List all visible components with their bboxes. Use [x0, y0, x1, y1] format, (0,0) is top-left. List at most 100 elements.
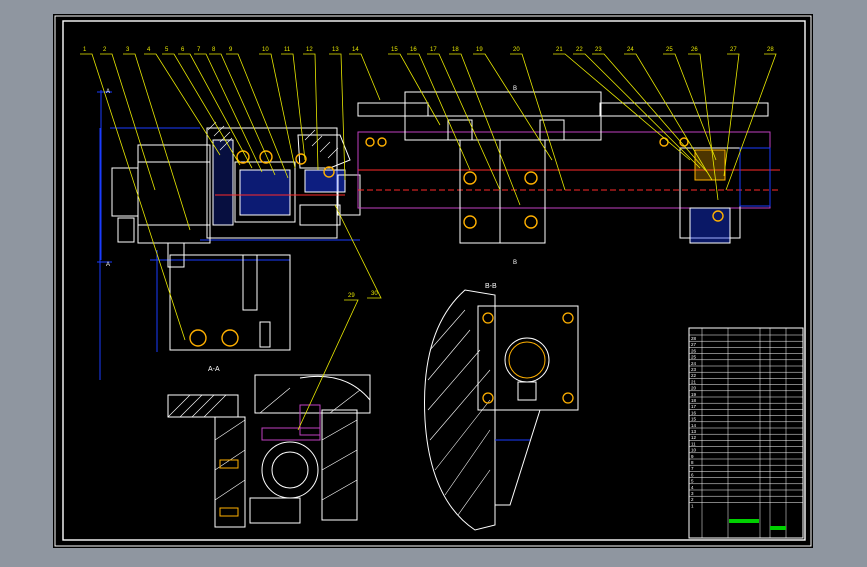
table-row-number: 24	[691, 361, 697, 366]
parts-list-table: 2827262524232221201918171615141312111098…	[688, 327, 804, 539]
balloon-number: 8	[212, 47, 216, 53]
cut-mark-a-top: A	[106, 89, 110, 95]
table-row-number: 3	[691, 491, 694, 496]
balloon-number: 9	[229, 47, 233, 53]
leader-line	[473, 53, 553, 161]
leader-line	[123, 53, 191, 231]
balloon-number: 3	[126, 47, 130, 53]
leader-line	[349, 53, 381, 101]
leader-line	[259, 53, 296, 169]
cut-mark-b-top: B	[513, 86, 517, 92]
table-row-number: 7	[691, 466, 694, 471]
table-row-number: 4	[691, 485, 694, 490]
leader-line	[209, 53, 276, 176]
table-row-number: 28	[691, 336, 697, 341]
leader-line	[573, 53, 701, 169]
balloon-number: 26	[691, 47, 698, 53]
balloon-number: 20	[513, 47, 520, 53]
leader-line	[553, 53, 691, 161]
leader-line	[334, 204, 382, 299]
leader-line	[427, 53, 501, 191]
front-view	[97, 90, 780, 380]
table-row-number: 12	[691, 435, 697, 440]
balloon-number: 4	[147, 47, 151, 53]
balloon-number: 7	[197, 47, 201, 53]
table-row-number: 17	[691, 404, 697, 409]
table-row-number: 22	[691, 373, 697, 378]
balloon-number: 17	[430, 47, 437, 53]
leader-line	[297, 299, 359, 431]
leader-line	[162, 53, 241, 166]
table-row-number: 23	[691, 367, 697, 372]
outer-border	[54, 15, 812, 547]
table-row-number: 15	[691, 417, 697, 422]
table-row-number: 11	[691, 441, 696, 446]
balloon-number: 24	[627, 47, 634, 53]
table-row-number: 21	[691, 379, 697, 384]
balloon-number: 25	[666, 47, 673, 53]
leader-line	[329, 53, 346, 181]
balloon-number: 5	[165, 47, 169, 53]
leader-line	[226, 53, 289, 179]
inner-frame	[62, 20, 806, 541]
table-row-number: 2	[691, 497, 694, 502]
leader-line	[592, 53, 708, 173]
table-row-number: 18	[691, 398, 697, 403]
leader-line	[688, 53, 719, 201]
balloon-number: 19	[476, 47, 483, 53]
balloon-number: 6	[181, 47, 185, 53]
balloon-number: 28	[767, 47, 774, 53]
leader-line	[100, 53, 156, 191]
table-row-number: 10	[691, 448, 697, 453]
balloon-number: 12	[306, 47, 313, 53]
leader-line	[510, 53, 566, 191]
leader-line	[80, 53, 186, 341]
balloon-number: 16	[410, 47, 417, 53]
table-row-number: 6	[691, 472, 694, 477]
leader-line	[388, 53, 441, 126]
table-row-number: 16	[691, 410, 697, 415]
table-row-number: 27	[691, 342, 697, 347]
leader-line	[178, 53, 253, 169]
leader-line	[449, 53, 521, 206]
leader-line	[303, 53, 319, 171]
leader-line	[281, 53, 306, 161]
section-a-view	[167, 374, 371, 528]
balloon-number: 21	[556, 47, 563, 53]
balloon-number: 10	[262, 47, 269, 53]
table-row-number: 13	[691, 429, 697, 434]
cut-mark-b-bottom: B	[513, 260, 517, 266]
balloon-number: 14	[352, 47, 359, 53]
leader-line	[407, 53, 471, 171]
table-row-number: 25	[691, 355, 697, 360]
table-row-number: 1	[691, 503, 694, 508]
balloon-number: 1	[83, 47, 87, 53]
table-row-number: 20	[691, 386, 697, 391]
balloon-number: 11	[284, 47, 291, 53]
table-row-number: 9	[691, 454, 694, 459]
balloon-number: 15	[391, 47, 398, 53]
table-row-number: 8	[691, 460, 694, 465]
leader-lines	[80, 53, 777, 431]
balloon-number: 27	[730, 47, 737, 53]
balloon-number: 18	[452, 47, 459, 53]
balloon-number: 2	[103, 47, 107, 53]
section-label-a: A-A	[208, 366, 220, 373]
balloon-number: 23	[595, 47, 602, 53]
balloon-number: 22	[576, 47, 583, 53]
table-row-number: 19	[691, 392, 697, 397]
leader-line	[194, 53, 263, 173]
table-row-number: 14	[691, 423, 697, 428]
leader-line	[144, 53, 221, 156]
leader-line	[663, 53, 717, 161]
section-label-b: B-B	[485, 283, 497, 290]
section-b-view	[424, 289, 579, 531]
table-row-number: 26	[691, 348, 697, 353]
balloon-number: 30	[371, 291, 378, 297]
leader-line	[723, 53, 740, 177]
cut-mark-a-bottom: A	[106, 262, 110, 268]
balloon-number: 29	[348, 293, 355, 299]
